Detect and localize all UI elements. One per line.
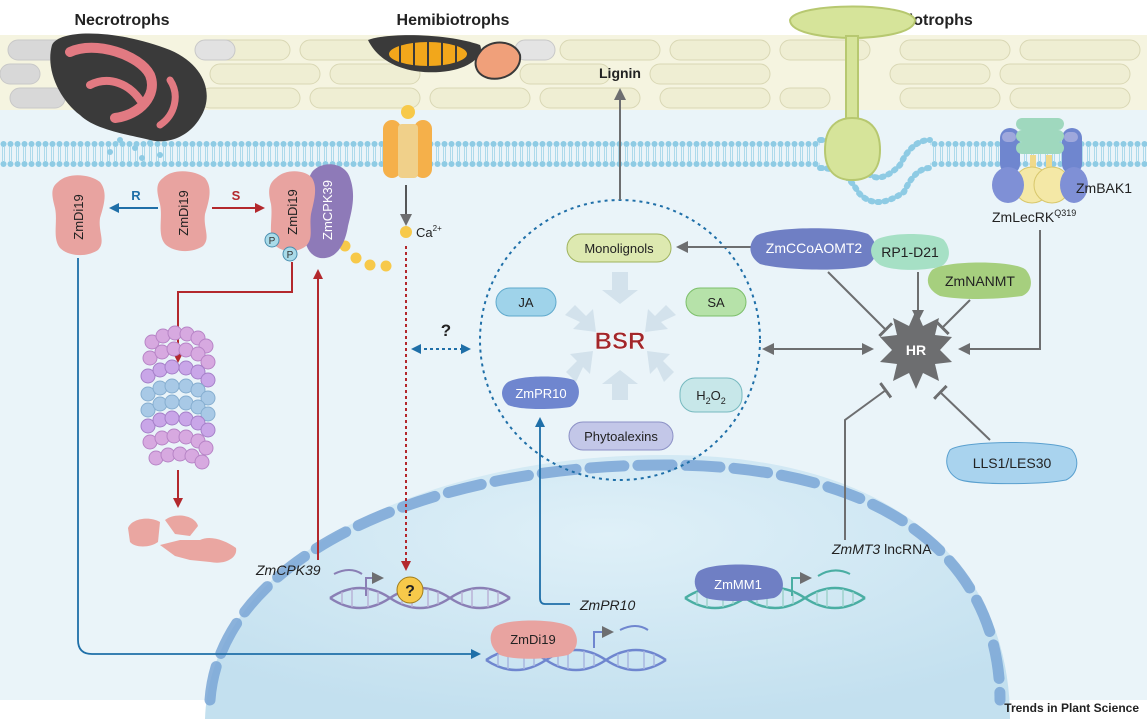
zmcpk39-protein-label: ZmCPK39 [320, 180, 335, 240]
nucleus [205, 455, 1010, 719]
zmpr10-expression-arrow [535, 417, 570, 605]
zmpr10-node: ZmPR10 [502, 376, 579, 410]
zmdi19-tf: ZmDi19 [490, 620, 577, 659]
necrotroph-pathogen [50, 33, 207, 161]
nuclear-envelope [204, 459, 1006, 706]
bsr-input-arrows [565, 272, 676, 400]
zmdi19-phosphorylated: ZmDi19 [269, 171, 316, 252]
rp1-d21-label: RP1-D21 [881, 244, 939, 260]
calcium-ion [400, 226, 412, 238]
lls1-hr-inhibition [933, 384, 991, 441]
proteasome [140, 325, 216, 470]
zmpr10-promoter-arrow [593, 626, 614, 648]
zmcpk39-mrna [333, 569, 363, 575]
sa-label: SA [707, 295, 725, 310]
susceptible-label: S [232, 188, 241, 203]
resistant-label: R [131, 188, 141, 203]
lls1-les30-label: LLS1/LES30 [973, 455, 1052, 471]
zmccoaomt2-label: ZmCCoAOMT2 [766, 240, 863, 256]
zmccoaomt2-protein: ZmCCoAOMT2 [750, 228, 877, 270]
calcium-label: Ca2+ [416, 224, 442, 240]
monolignols-node: Monolignols [566, 233, 672, 263]
zmpr10-gene-label: ZmPR10 [579, 597, 635, 613]
zmlecrk-label: ZmLecRKQ319 [992, 208, 1076, 225]
zmdi19-center: ZmDi19 [157, 171, 210, 252]
phytoalexins-label: Phytoalexins [584, 429, 658, 444]
phospho-group-1: P [264, 232, 280, 248]
degradation-arrow [173, 262, 293, 363]
calcium-channel [383, 105, 432, 178]
hemibiotrophs-title: Hemibiotrophs [397, 12, 510, 29]
biotrophs-title: Biotrophs [897, 12, 973, 29]
hr-label: HR [906, 342, 926, 358]
hemibiotroph-pathogen [368, 35, 522, 80]
degraded-protein-fragments [128, 515, 237, 563]
zmccoaomt2-hr-inhibition [827, 271, 894, 338]
phytoalexins-node: Phytoalexins [568, 421, 674, 451]
zmbak1-label: ZmBAK1 [1076, 180, 1132, 196]
cell-wall-fibers [199, 39, 1141, 109]
zmdi19-nuclear-arrow [77, 258, 481, 659]
zmmm1-label: ZmMM1 [714, 577, 762, 592]
zmdi19-center-label: ZmDi19 [176, 190, 191, 236]
zmmt3-gene-label: ZmMT3 lncRNA [831, 541, 932, 557]
unknown-link-label: ? [441, 321, 451, 340]
zmcpk39-promoter-arrow [365, 572, 384, 596]
h2o2-label: H2O2 [696, 388, 726, 406]
degraded-cell-wall [0, 39, 556, 109]
unknown-factor-label: ? [405, 583, 415, 600]
zmmm1-protein: ZmMM1 [694, 564, 783, 601]
zmnanmt-protein: ZmNANMT [927, 262, 1031, 299]
zmdi19-phosphorylated-label: ZmDi19 [285, 189, 300, 235]
phospho-label-1: P [269, 236, 276, 247]
journal-footer: Trends in Plant Science [1004, 701, 1139, 715]
ja-label: JA [518, 295, 534, 310]
sa-node: SA [685, 287, 747, 317]
zmlecrk-receptor [992, 118, 1088, 204]
phospho-group-2: P [282, 246, 298, 262]
zmnanmt-hr-inhibition [934, 299, 971, 336]
zmdi19-resistant-label: ZmDi19 [71, 194, 86, 240]
lignin-label: Lignin [599, 65, 641, 81]
zmmt3-lncrna-transcript [817, 569, 851, 577]
zmlecrk-hr-arrow [958, 230, 1041, 355]
zmmt3-hr-inhibition [844, 382, 893, 540]
zmmt3-promoter-arrow [791, 572, 812, 596]
zmcpk39-gene-label: ZmCPK39 [255, 562, 321, 578]
biotroph-haustorium [788, 5, 917, 182]
h2o2-node: H2O2 [679, 377, 743, 413]
zmpr10-mrna [619, 625, 649, 631]
zmpr10-label: ZmPR10 [515, 386, 566, 401]
hr-node: HR [880, 310, 952, 389]
ja-node: JA [495, 287, 557, 317]
zmdi19-resistant: ZmDi19 [52, 175, 105, 256]
lls1-les30-protein: LLS1/LES30 [946, 442, 1078, 485]
unknown-factor: ? [396, 576, 424, 604]
rp1-d21-protein: RP1-D21 [871, 234, 949, 270]
monolignols-label: Monolignols [584, 241, 654, 256]
necrotrophs-title: Necrotrophs [74, 12, 169, 29]
bsr-label: BSR [595, 328, 646, 355]
zmdi19-tf-label: ZmDi19 [510, 632, 556, 647]
phospho-label-2: P [287, 250, 294, 261]
zmnanmt-label: ZmNANMT [945, 273, 1015, 289]
zmcpk39-protein: ZmCPK39 [304, 164, 354, 259]
